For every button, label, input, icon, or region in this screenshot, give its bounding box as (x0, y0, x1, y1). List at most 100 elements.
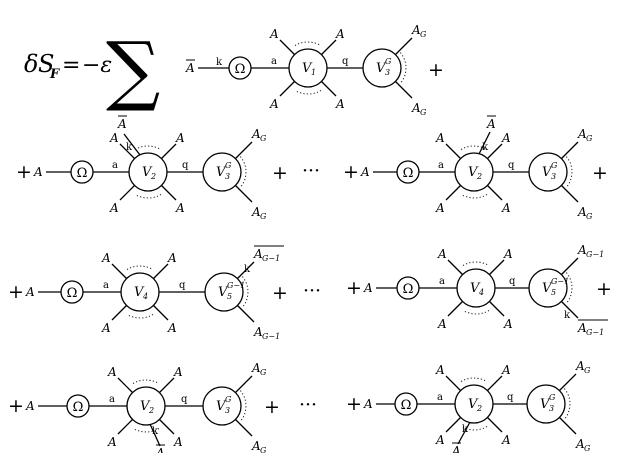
field-a-label: A (501, 433, 511, 447)
minus-epsilon: −ε (82, 53, 112, 78)
vertex-symbol: V (470, 281, 481, 296)
field-a-symbol: A (501, 363, 511, 377)
edge-label-a: a (109, 394, 115, 405)
field-a-symbol: A (251, 439, 261, 453)
vertex-circle (202, 152, 242, 192)
field-a-symbol: A (109, 131, 119, 145)
vertex-subscript: 3 (385, 68, 390, 77)
field-subscript: G (586, 212, 593, 221)
field-a-label: A (109, 131, 119, 145)
field-a-label: A (435, 201, 445, 215)
edge-line (234, 184, 253, 203)
field-a-symbol: A (101, 251, 111, 265)
edge-label-k: k (152, 426, 159, 437)
field-subscript: G (260, 134, 267, 143)
vertex-subscript: 2 (148, 406, 154, 415)
field-a-label: A (101, 321, 111, 335)
edge-line (447, 259, 464, 276)
omega-symbol: Ω (73, 400, 84, 415)
plus-sign: + (343, 161, 359, 183)
field-a-symbol: A (101, 321, 111, 335)
field-a-symbol: A (435, 433, 445, 447)
field-a-symbol: A (437, 317, 447, 331)
field-a-label: A (435, 433, 445, 447)
ellipsis-arc (134, 194, 162, 199)
edge-label-q: q (182, 160, 189, 171)
s-subscript: F (49, 67, 60, 82)
omega-node: Ω (66, 394, 90, 418)
edge-label-a: a (438, 160, 444, 171)
omega-symbol: Ω (77, 166, 88, 181)
edge-label-k: k (564, 310, 571, 321)
ellipsis: ··· (303, 280, 321, 302)
field-a-symbol: A (253, 247, 263, 261)
plus-sign: + (8, 395, 24, 417)
ellipsis-arc (134, 145, 162, 150)
field-a-symbol: A (437, 247, 447, 261)
edge-label-k: k (244, 264, 251, 275)
field-a-label: A (363, 281, 373, 295)
vertex-symbol: V (142, 165, 153, 180)
edge-line (160, 143, 177, 160)
omega-node: Ω (396, 160, 420, 184)
vertex-superscript: G (549, 393, 556, 402)
field-a-symbol: A (411, 23, 421, 37)
edge-line (149, 423, 161, 447)
field-a-symbol: A (503, 247, 513, 261)
edge-line (478, 131, 491, 155)
field-abar-label: A (451, 442, 461, 453)
ellipsis-arc (460, 194, 488, 199)
edge-line (560, 300, 579, 319)
edge-line (488, 259, 505, 276)
edge-label-a: a (271, 56, 277, 67)
edge-line (488, 300, 505, 317)
vertex-superscript: G−1 (551, 277, 569, 286)
ellipsis-arc (462, 261, 490, 266)
edge-label-q: q (508, 160, 515, 171)
vertex-subscript: 5 (551, 288, 556, 297)
edge-line (111, 263, 128, 280)
field-a-label: A (503, 317, 513, 331)
vertex-circle (362, 48, 402, 88)
field-a-label: A (25, 399, 35, 413)
edge-line (445, 184, 462, 201)
edge-line (486, 375, 503, 392)
vertex-subscript: 2 (150, 172, 156, 181)
omega-node: Ω (228, 56, 252, 80)
field-abar-label: A (117, 115, 127, 131)
edge-line (152, 304, 169, 321)
plus-sign: + (428, 59, 444, 81)
omega-node: Ω (70, 160, 94, 184)
ellipsis-arc (462, 310, 490, 315)
edge-label-q: q (342, 56, 349, 67)
edge-line (158, 377, 175, 394)
vertex-subscript: 3 (225, 406, 230, 415)
vertex-symbol: V (542, 165, 553, 180)
field-a-symbol: A (335, 97, 345, 111)
vertex-circle (528, 152, 568, 192)
field-a-symbol: A (253, 325, 263, 339)
vertex-subscript: 5 (227, 292, 232, 301)
field-a-label: A (167, 321, 177, 335)
vertex-symbol: V (468, 165, 479, 180)
field-a-label: A (437, 247, 447, 261)
omega-symbol: Ω (67, 286, 78, 301)
delta-symbol: δ (24, 50, 38, 78)
field-a-label: A (109, 201, 119, 215)
ellipsis-arc (126, 314, 154, 319)
field-a-label: A (335, 97, 345, 111)
field-a-symbol: A (167, 321, 177, 335)
